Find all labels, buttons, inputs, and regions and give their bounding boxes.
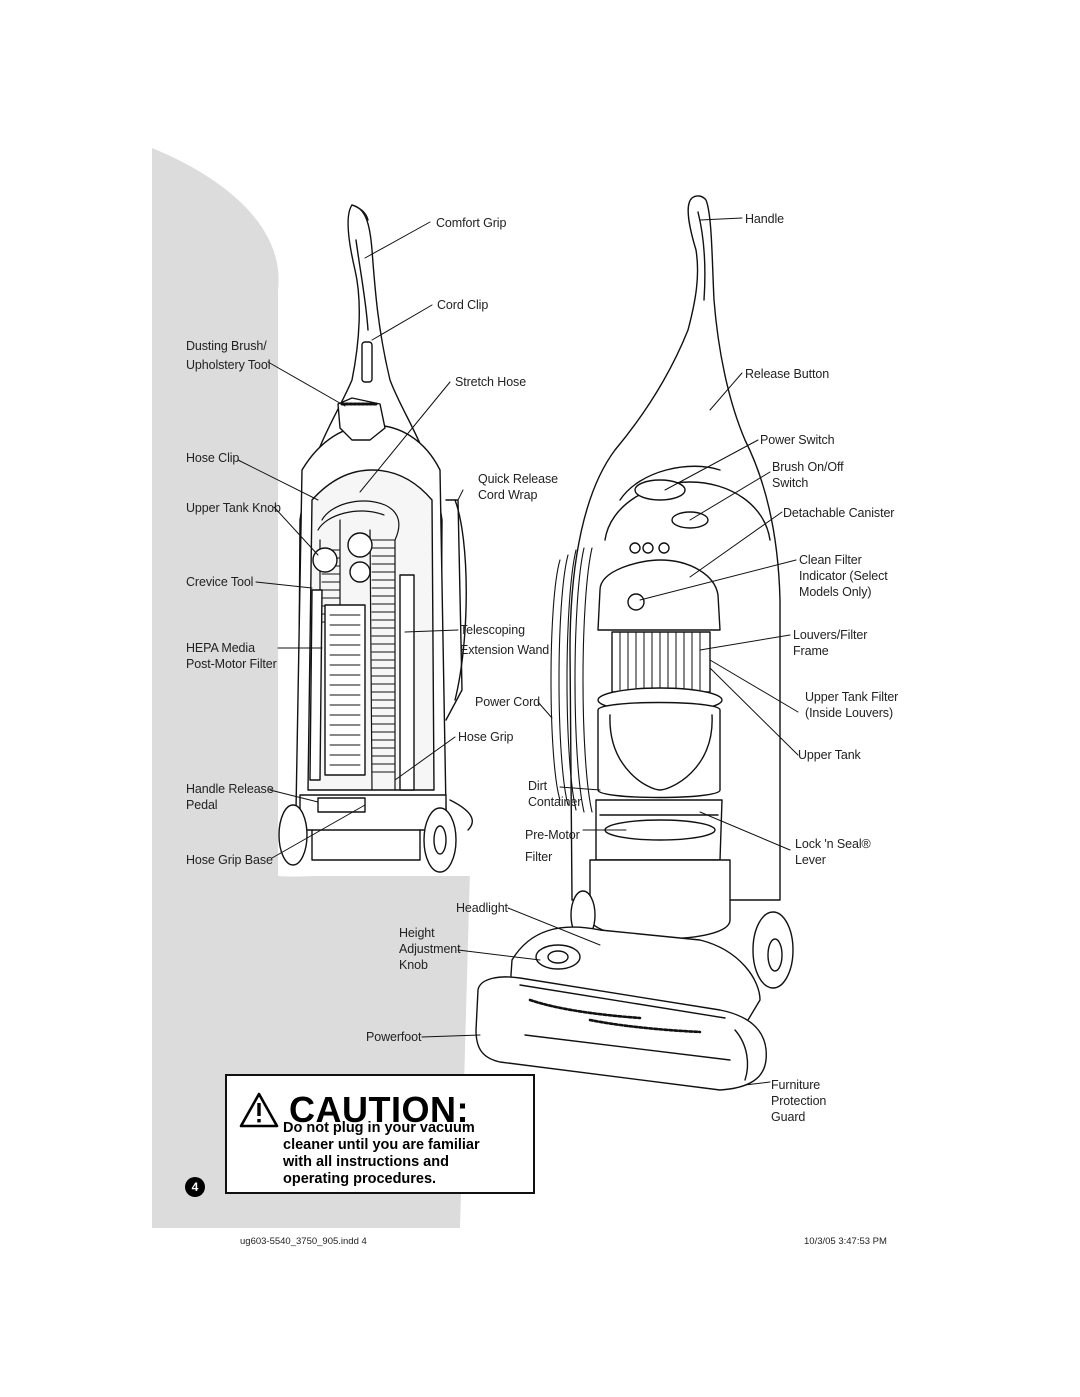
caution-line: with all instructions and bbox=[283, 1154, 449, 1170]
label-line: Adjustment bbox=[399, 942, 461, 956]
label-line: Dusting Brush/ bbox=[186, 339, 267, 353]
caution-header: CAUTION: bbox=[239, 1089, 469, 1130]
label-line: Quick Release bbox=[478, 472, 558, 486]
label-line: Furniture bbox=[771, 1078, 821, 1092]
label-line: (Inside Louvers) bbox=[805, 706, 894, 720]
label-clean-filter-indicator: Clean Filter Indicator (Select Models On… bbox=[799, 552, 888, 600]
footer-timestamp: 10/3/05 3:47:53 PM bbox=[804, 1236, 887, 1247]
label-line: Height bbox=[399, 926, 435, 940]
label-height-adjustment-knob: Height Adjustment Knob bbox=[399, 925, 461, 973]
label-release-button: Release Button bbox=[745, 367, 830, 381]
label-handle: Handle bbox=[745, 212, 785, 226]
label-hose-grip-base: Hose Grip Base bbox=[186, 853, 273, 867]
label-line: Handle Release bbox=[186, 782, 274, 796]
label-line: HEPA Media bbox=[186, 641, 255, 655]
label-line: Switch bbox=[772, 476, 809, 490]
label-comfort-grip: Comfort Grip bbox=[436, 216, 507, 230]
label-line: Pedal bbox=[186, 798, 218, 812]
label-telescoping-wand: Telescoping Extension Wand bbox=[460, 622, 549, 658]
caution-line: operating procedures. bbox=[283, 1171, 437, 1187]
label-handle-release-pedal: Handle Release Pedal bbox=[186, 781, 274, 813]
label-line: Guard bbox=[771, 1110, 806, 1124]
label-line: Indicator (Select bbox=[799, 569, 888, 583]
label-upper-tank-filter: Upper Tank Filter (Inside Louvers) bbox=[805, 689, 898, 721]
footer-filename: ug603-5540_3750_905.indd 4 bbox=[240, 1236, 367, 1247]
label-line: Lock 'n Seal® bbox=[795, 837, 871, 851]
caution-line: cleaner until you are familiar bbox=[283, 1137, 480, 1153]
page-number: 4 bbox=[185, 1177, 205, 1197]
label-line: Extension Wand bbox=[460, 643, 550, 657]
label-upper-tank-knob: Upper Tank Knob bbox=[186, 501, 281, 515]
label-line: Pre-Motor bbox=[525, 828, 580, 842]
warning-triangle-icon bbox=[239, 1092, 279, 1128]
caution-line: Do not plug in your vacuum bbox=[283, 1120, 475, 1136]
label-line: Filter bbox=[525, 850, 553, 864]
label-hose-clip: Hose Clip bbox=[186, 451, 240, 465]
label-lock-n-seal-lever: Lock 'n Seal® Lever bbox=[795, 836, 871, 868]
label-line: Upper Tank Filter bbox=[805, 690, 899, 704]
label-line: Protection bbox=[771, 1094, 827, 1108]
label-line: Models Only) bbox=[799, 585, 872, 599]
label-headlight: Headlight bbox=[456, 901, 508, 915]
label-line: Frame bbox=[793, 644, 829, 658]
label-line: Knob bbox=[399, 958, 428, 972]
label-dirt-container: Dirt Container bbox=[528, 778, 581, 810]
label-line: Cord Wrap bbox=[478, 488, 538, 502]
label-line: Post-Motor Filter bbox=[186, 657, 277, 671]
label-furniture-protection-guard: Furniture Protection Guard bbox=[771, 1077, 826, 1125]
label-quick-release-cord-wrap: Quick Release Cord Wrap bbox=[478, 471, 558, 503]
caution-box: CAUTION: Do not plug in your vacuum clea… bbox=[225, 1074, 535, 1194]
label-line: Lever bbox=[795, 853, 826, 867]
label-hose-grip: Hose Grip bbox=[458, 730, 514, 744]
label-hepa-media: HEPA Media Post-Motor Filter bbox=[186, 640, 277, 672]
label-louvers-filter-frame: Louvers/Filter Frame bbox=[793, 627, 867, 659]
label-brush-switch: Brush On/Off Switch bbox=[772, 459, 844, 491]
label-line: Telescoping bbox=[460, 623, 525, 637]
label-pre-motor-filter: Pre-Motor Filter bbox=[525, 827, 580, 865]
label-line: Brush On/Off bbox=[772, 460, 844, 474]
label-stretch-hose: Stretch Hose bbox=[455, 375, 527, 389]
label-line: Container bbox=[528, 795, 582, 809]
label-line: Louvers/Filter bbox=[793, 628, 868, 642]
back-view-vacuum bbox=[278, 204, 473, 873]
label-detachable-canister: Detachable Canister bbox=[783, 506, 895, 520]
caution-title: CAUTION: bbox=[289, 1089, 469, 1130]
label-line: Clean Filter bbox=[799, 553, 862, 567]
caution-text: Do not plug in your vacuum cleaner until… bbox=[283, 1120, 533, 1188]
label-powerfoot: Powerfoot bbox=[366, 1030, 422, 1044]
label-dusting-brush: Dusting Brush/ Upholstery Tool bbox=[186, 338, 271, 373]
label-power-switch: Power Switch bbox=[760, 433, 835, 447]
label-line: Dirt bbox=[528, 779, 548, 793]
label-cord-clip: Cord Clip bbox=[437, 298, 489, 312]
background-band bbox=[152, 148, 470, 1228]
label-power-cord: Power Cord bbox=[475, 695, 540, 709]
label-line: Upholstery Tool bbox=[186, 358, 271, 372]
label-crevice-tool: Crevice Tool bbox=[186, 575, 254, 589]
label-upper-tank: Upper Tank bbox=[798, 748, 861, 762]
